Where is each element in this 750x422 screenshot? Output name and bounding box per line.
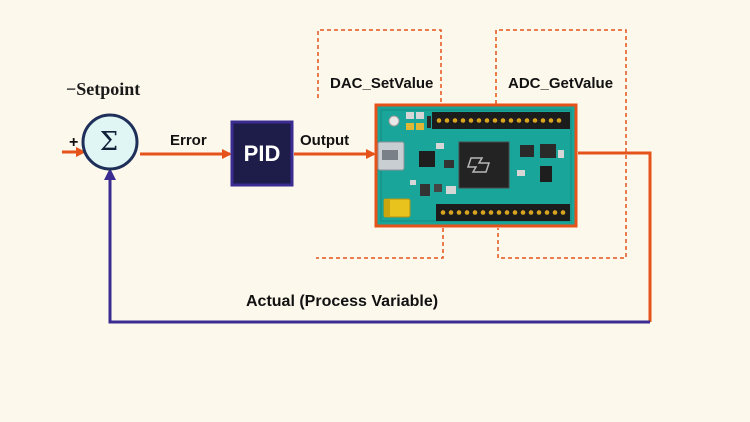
adc-dashed-box [495,29,627,259]
summing-junction [81,113,139,171]
error-label: Error [170,132,207,149]
pid-block [230,120,294,187]
output-label: Output [300,132,350,149]
pid-label: PID [243,140,281,166]
plus-sign-label: + [69,134,79,151]
dac-dashed-box [316,29,444,259]
microcontroller-board-icon [374,103,578,228]
feedback-path [104,168,650,324]
plant-output-line [578,151,652,322]
actual-process-variable-label: Actual (Process Variable) [246,293,439,310]
dac-setvalue-label: DAC_SetValue [330,75,434,92]
setpoint-label: −Setpoint [66,79,141,99]
adc-getvalue-label: ADC_GetValue [508,75,614,92]
sigma-symbol: Σ [99,127,119,157]
